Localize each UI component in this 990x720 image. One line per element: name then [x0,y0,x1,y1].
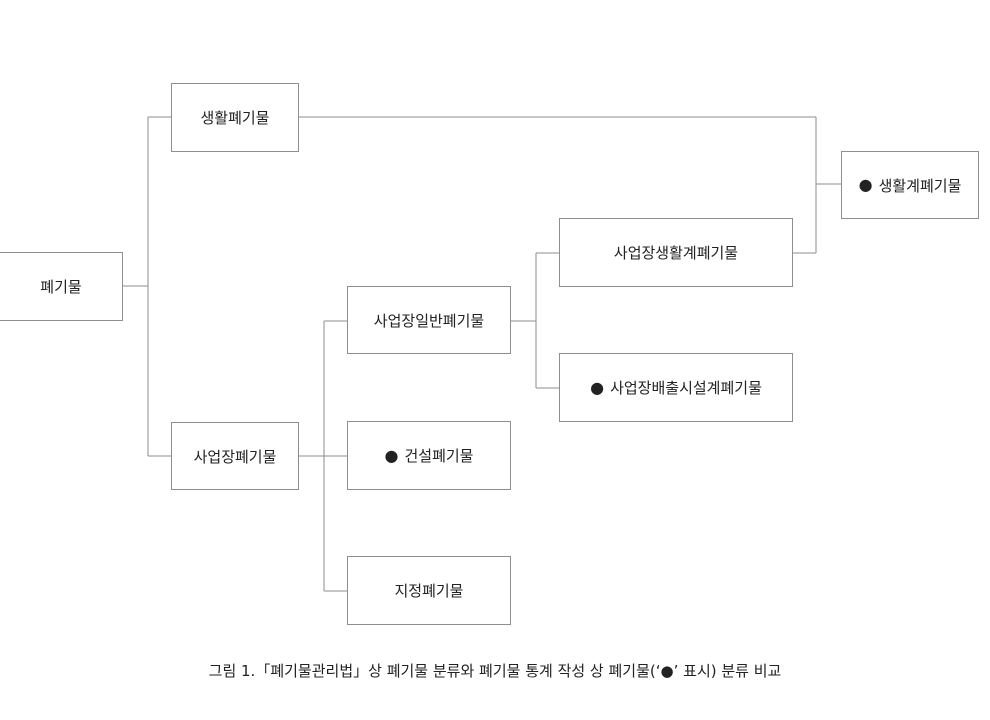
node-business-facility-waste-label: 사업장배출시설계폐기물 [610,379,762,397]
node-business-general-waste: 사업장일반폐기물 [347,286,511,354]
node-waste: 폐기물 [0,252,123,321]
node-designated-waste-label: 지정폐기물 [394,582,464,600]
node-construction-waste-label: 건설폐기물 [404,447,474,465]
figure-caption: 그림 1.「폐기물관리법」상 폐기물 분류와 폐기물 통계 작성 상 폐기물(‘… [208,662,782,680]
statistics-marker-icon: ● [384,445,399,465]
node-business-facility-waste: ● 사업장배출시설계폐기물 [559,353,793,422]
node-business-waste-label: 사업장폐기물 [193,447,277,466]
node-business-household-waste-label: 사업장생활계폐기물 [613,244,739,262]
node-business-general-waste-label: 사업장일반폐기물 [373,311,485,330]
node-business-household-waste: 사업장생활계폐기물 [559,218,793,287]
statistics-marker-icon: ● [590,377,605,397]
node-household-type-waste-label: 생활계폐기물 [878,176,962,195]
node-household-type-waste: ● 생활계폐기물 [841,151,979,219]
node-household-waste: 생활폐기물 [171,83,299,152]
node-business-waste: 사업장폐기물 [171,422,299,490]
node-waste-label: 폐기물 [40,278,82,296]
node-designated-waste: 지정폐기물 [347,556,511,625]
node-construction-waste: ● 건설폐기물 [347,421,511,490]
node-household-waste-label: 생활폐기물 [200,109,270,127]
statistics-marker-icon: ● [858,175,873,194]
